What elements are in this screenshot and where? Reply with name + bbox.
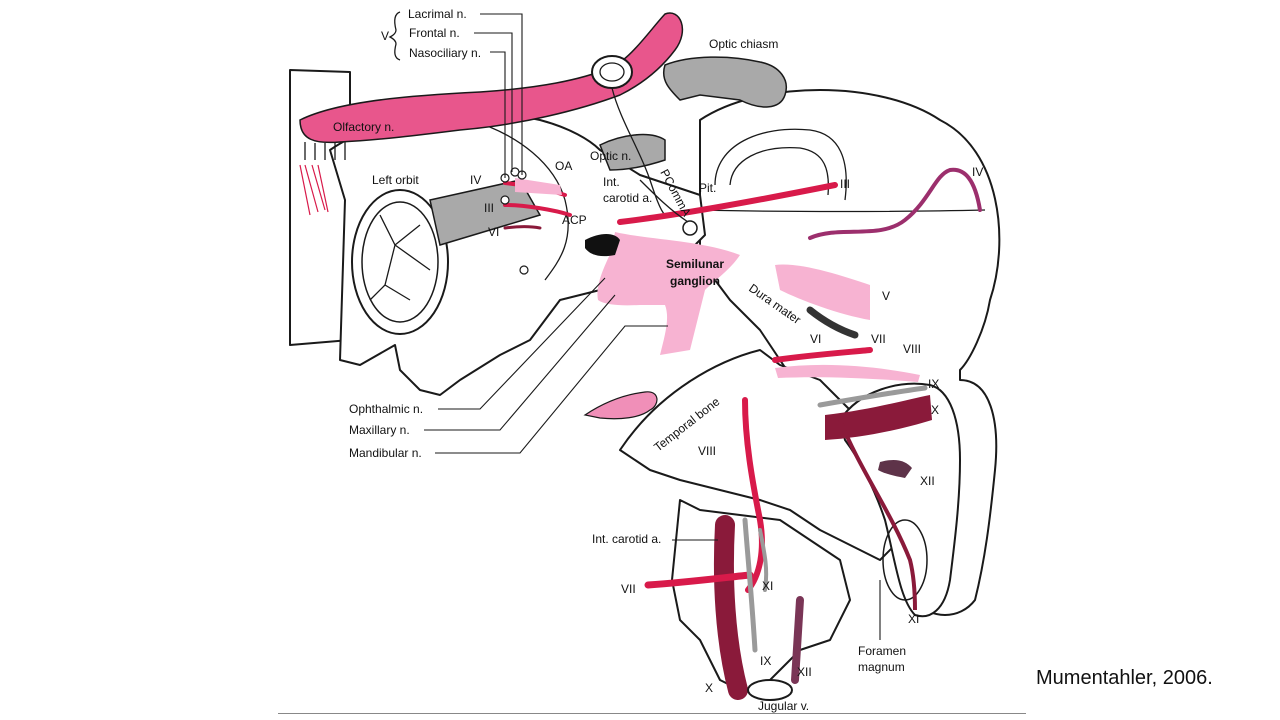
olfactory-filaments	[299, 142, 346, 216]
label-cn-v-group: V	[381, 29, 389, 43]
label-cn-x-right: X	[931, 403, 939, 417]
citation-text: Mumentahler, 2006.	[1036, 667, 1213, 689]
label-ophthalmic: Ophthalmic n.	[349, 402, 423, 416]
label-cn-vi-right: VI	[810, 332, 821, 346]
label-mandibular: Mandibular n.	[349, 446, 422, 460]
leader-lines	[424, 13, 881, 640]
label-maxillary: Maxillary n.	[349, 423, 410, 437]
cn-vii-right-nerve	[772, 347, 873, 363]
cn-iii-nerve	[617, 182, 838, 225]
brain-inner-line	[699, 209, 986, 213]
carotid-tube	[611, 87, 666, 216]
label-lacrimal: Lacrimal n.	[408, 7, 467, 21]
v-brace	[388, 11, 401, 61]
label-cn-xi-right: XI	[908, 612, 919, 626]
ganglion-clip	[585, 234, 620, 257]
semilunar-ganglion	[597, 232, 740, 355]
label-cn-ix-bottom: IX	[760, 654, 771, 668]
temporal-fingers	[583, 391, 658, 420]
label-cn-vi-left: VI	[488, 225, 499, 239]
label-int-carotid-top-2: carotid a.	[603, 191, 652, 205]
label-optic-chiasm: Optic chiasm	[709, 37, 778, 51]
foramen-magnum-ring	[882, 519, 928, 601]
jugular-vein-ring	[747, 679, 793, 701]
label-cn-iii-right: III	[840, 177, 850, 191]
brainstem-outline	[839, 382, 961, 618]
label-optic-n: Optic n.	[590, 149, 631, 163]
label-int-carotid-top-1: Int.	[603, 175, 620, 189]
label-oa: OA	[555, 159, 572, 173]
int-carotid-artery	[713, 515, 748, 700]
label-cn-viii-right: VIII	[903, 342, 921, 356]
orbit-nerves	[500, 167, 572, 275]
orbit-gray-tube	[429, 179, 542, 246]
cn-ix-descending	[742, 517, 758, 653]
label-cn-ix-right: IX	[928, 377, 939, 391]
label-frontal: Frontal n.	[409, 26, 460, 40]
skull-base-fold	[469, 119, 569, 281]
label-semilunar-1: Semilunar	[666, 257, 724, 271]
optic-chiasm	[663, 56, 787, 108]
label-cn-xii-right: XII	[920, 474, 935, 488]
cn-xii-right-nerve	[878, 460, 912, 478]
label-cn-vii-right: VII	[871, 332, 886, 346]
brain-gyrus-2	[729, 146, 830, 196]
label-cn-v-right: V	[882, 289, 890, 303]
cn-ix-right-nerve	[817, 385, 928, 408]
olfactory-nerve	[299, 12, 684, 144]
label-cn-vii-left: VII	[621, 582, 636, 596]
cn-iv-nerve	[808, 167, 982, 240]
label-cn-iv-right: IV	[972, 165, 983, 179]
label-olfactory: Olfactory n.	[333, 120, 394, 134]
label-jugular: Jugular v.	[758, 699, 809, 713]
label-cn-x-bottom: X	[705, 681, 713, 695]
label-cn-xii-bottom: XII	[797, 665, 812, 679]
label-semilunar-2: ganglion	[670, 274, 720, 288]
label-pit: Pit.	[699, 181, 716, 195]
label-foramen-2: magnum	[858, 660, 905, 674]
pcomma-ring	[682, 220, 698, 236]
label-int-carotid-bottom: Int. carotid a.	[592, 532, 661, 546]
label-foramen-1: Foramen	[858, 644, 906, 658]
label-left-orbit: Left orbit	[372, 173, 419, 187]
label-cn-viii-left: VIII	[698, 444, 716, 458]
cn-vii-left-nerve	[644, 571, 754, 589]
brain-gyrus	[714, 128, 847, 201]
label-acp: ACP	[562, 213, 587, 227]
label-cn-xi-mid: XI	[762, 579, 773, 593]
retina-vessels	[369, 214, 431, 301]
cn-x-right-nerve	[825, 395, 932, 440]
cn-x-descending-right	[838, 419, 917, 611]
cn-v-right-nerve	[775, 264, 870, 320]
label-cn-iv-left: IV	[470, 173, 481, 187]
cn-xii-descending	[791, 596, 804, 684]
bottom-rule	[278, 713, 1026, 714]
cn-vi-right-nerve	[806, 306, 859, 339]
int-carotid-ring-top	[591, 55, 633, 89]
label-cn-iii-left: III	[484, 201, 494, 215]
label-nasociliary: Nasociliary n.	[409, 46, 481, 60]
eyeball	[361, 201, 439, 323]
optic-nerve	[599, 133, 666, 171]
cn-viii-right-nerve	[775, 364, 920, 382]
cn-viii-left-nerve	[742, 397, 765, 593]
cn-xi-descending	[758, 528, 769, 592]
